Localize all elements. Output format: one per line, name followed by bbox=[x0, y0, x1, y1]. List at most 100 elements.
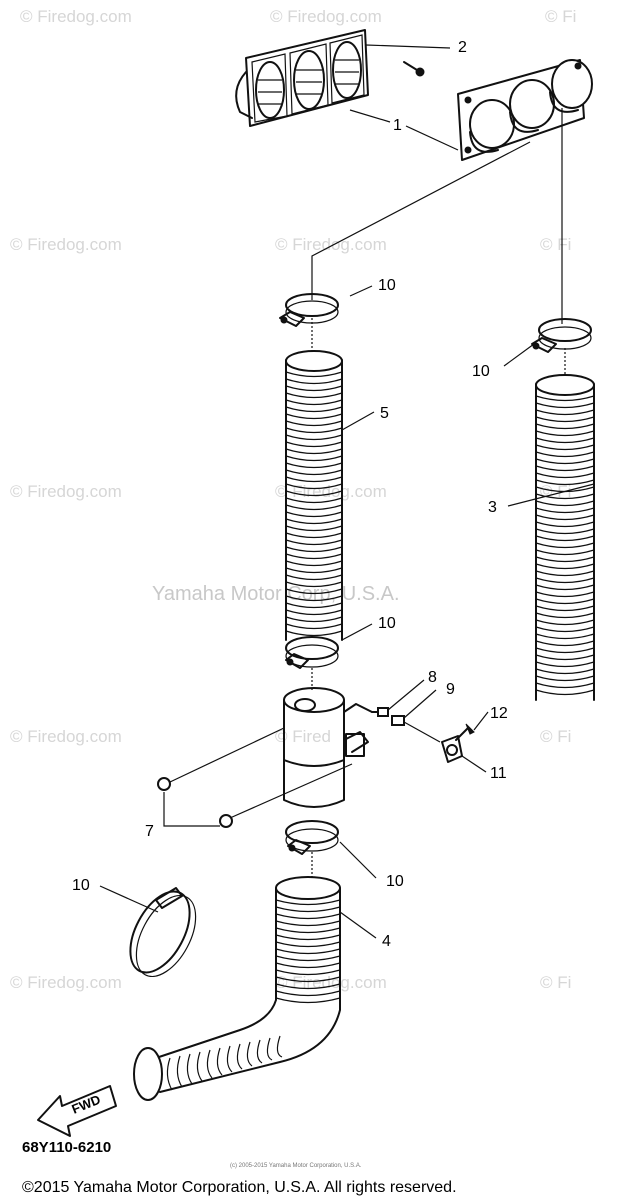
hose-rib bbox=[275, 920, 341, 927]
part-code: 68Y110-6210 bbox=[22, 1139, 111, 1156]
callout-10-top: 10 bbox=[378, 277, 396, 294]
hose-rib bbox=[535, 535, 595, 542]
callout-8: 8 bbox=[428, 669, 437, 686]
hose-rib bbox=[285, 588, 343, 595]
hose-rib bbox=[535, 395, 595, 402]
hose-clamp-middle bbox=[285, 636, 339, 669]
hose-rib bbox=[275, 927, 341, 934]
hose-rib bbox=[535, 472, 595, 479]
hose-rib bbox=[275, 906, 341, 913]
hose-rib bbox=[285, 553, 343, 560]
hose-rib bbox=[285, 560, 343, 567]
callout-10-lower: 10 bbox=[386, 873, 404, 890]
watermark: © Firedog.com bbox=[270, 7, 382, 26]
hose-rib bbox=[285, 427, 343, 434]
hose-rib bbox=[535, 654, 595, 661]
hose-rib bbox=[285, 476, 343, 483]
hose-rib bbox=[285, 546, 343, 553]
hose-rib bbox=[285, 371, 343, 378]
callout-9: 9 bbox=[446, 681, 455, 698]
hose-rib bbox=[285, 595, 343, 602]
hose-rib bbox=[275, 976, 341, 983]
hose-rib bbox=[236, 1043, 243, 1070]
callout-5: 5 bbox=[380, 405, 389, 422]
hose-rib bbox=[535, 591, 595, 598]
hose-rib bbox=[285, 574, 343, 581]
watermark: © Firedog.com bbox=[10, 727, 122, 746]
hose-rib bbox=[535, 563, 595, 570]
hose-rib bbox=[285, 490, 343, 497]
hose-rib bbox=[535, 402, 595, 409]
hose-rib bbox=[285, 504, 343, 511]
callout-leaders bbox=[99, 285, 595, 939]
hose-rib bbox=[535, 668, 595, 675]
hose-rib bbox=[535, 479, 595, 486]
watermark: © Fi bbox=[540, 727, 571, 746]
hose-rib bbox=[285, 518, 343, 525]
hose-rib bbox=[275, 913, 341, 920]
hose-rib bbox=[285, 406, 343, 413]
watermark: © Fi bbox=[540, 973, 571, 992]
blower-canister bbox=[283, 687, 373, 808]
hose-clamp-top-left bbox=[279, 293, 339, 327]
hose-rib bbox=[535, 612, 595, 619]
watermark: © Firedog.com bbox=[275, 235, 387, 254]
watermark: © Firedog.com bbox=[10, 482, 122, 501]
hose-rib bbox=[535, 556, 595, 563]
watermark: © Fi bbox=[545, 7, 576, 26]
hose-rib bbox=[166, 1057, 173, 1091]
hose-rib bbox=[535, 500, 595, 507]
hose-part-3 bbox=[535, 374, 595, 701]
hose-rib bbox=[275, 934, 341, 941]
callout-12: 12 bbox=[490, 705, 508, 722]
hose-rib bbox=[285, 469, 343, 476]
hose-rib bbox=[275, 962, 341, 969]
hose-clamp-loose bbox=[129, 887, 197, 978]
callout-4: 4 bbox=[382, 933, 391, 950]
hose-rib bbox=[535, 444, 595, 451]
callout-labels: 1 2 3 4 5 7 8 9 10 10 10 10 10 11 12 bbox=[72, 39, 508, 950]
fwd-arrow: FWD bbox=[37, 1085, 117, 1137]
connectors bbox=[371, 707, 441, 743]
watermark: © Firedog.com bbox=[10, 973, 122, 992]
hose-rib bbox=[266, 1037, 273, 1061]
hose-rib bbox=[535, 409, 595, 416]
hose-rib bbox=[285, 455, 343, 462]
hose-rib bbox=[285, 434, 343, 441]
hose-rib bbox=[285, 581, 343, 588]
watermark: © Firedog.com bbox=[20, 7, 132, 26]
callout-3: 3 bbox=[488, 499, 497, 516]
watermark: © Fired bbox=[275, 727, 331, 746]
clip-part-11 bbox=[441, 735, 463, 763]
hose-rib bbox=[285, 623, 343, 630]
hose-rib bbox=[285, 448, 343, 455]
hose-rib bbox=[535, 577, 595, 584]
hose-rib bbox=[535, 416, 595, 423]
hose-rib bbox=[535, 619, 595, 626]
hose-rib bbox=[275, 899, 341, 906]
watermark: © Firedog.com bbox=[10, 235, 122, 254]
hose-rib bbox=[246, 1041, 253, 1067]
hose-rib bbox=[275, 997, 341, 1004]
hose-rib bbox=[535, 423, 595, 430]
callout-10-right: 10 bbox=[472, 363, 490, 380]
gasket-plate-left bbox=[235, 29, 369, 127]
assembly-guide-lines bbox=[311, 318, 566, 878]
hose-rib bbox=[285, 567, 343, 574]
hose-rib bbox=[535, 605, 595, 612]
hose-rib bbox=[285, 385, 343, 392]
hose-rib bbox=[275, 969, 341, 976]
hose-rib bbox=[535, 465, 595, 472]
hose-rib bbox=[256, 1039, 263, 1064]
hose-rib bbox=[285, 609, 343, 616]
hose-rib bbox=[275, 948, 341, 955]
hose-rib bbox=[285, 399, 343, 406]
hose-rib bbox=[285, 602, 343, 609]
hose-rib bbox=[535, 458, 595, 465]
hose-rib bbox=[186, 1053, 193, 1085]
callout-10-loose: 10 bbox=[72, 877, 90, 894]
hose-rib bbox=[535, 514, 595, 521]
hose-rib bbox=[275, 955, 341, 962]
hose-rib bbox=[535, 682, 595, 689]
hose-rib bbox=[285, 539, 343, 546]
